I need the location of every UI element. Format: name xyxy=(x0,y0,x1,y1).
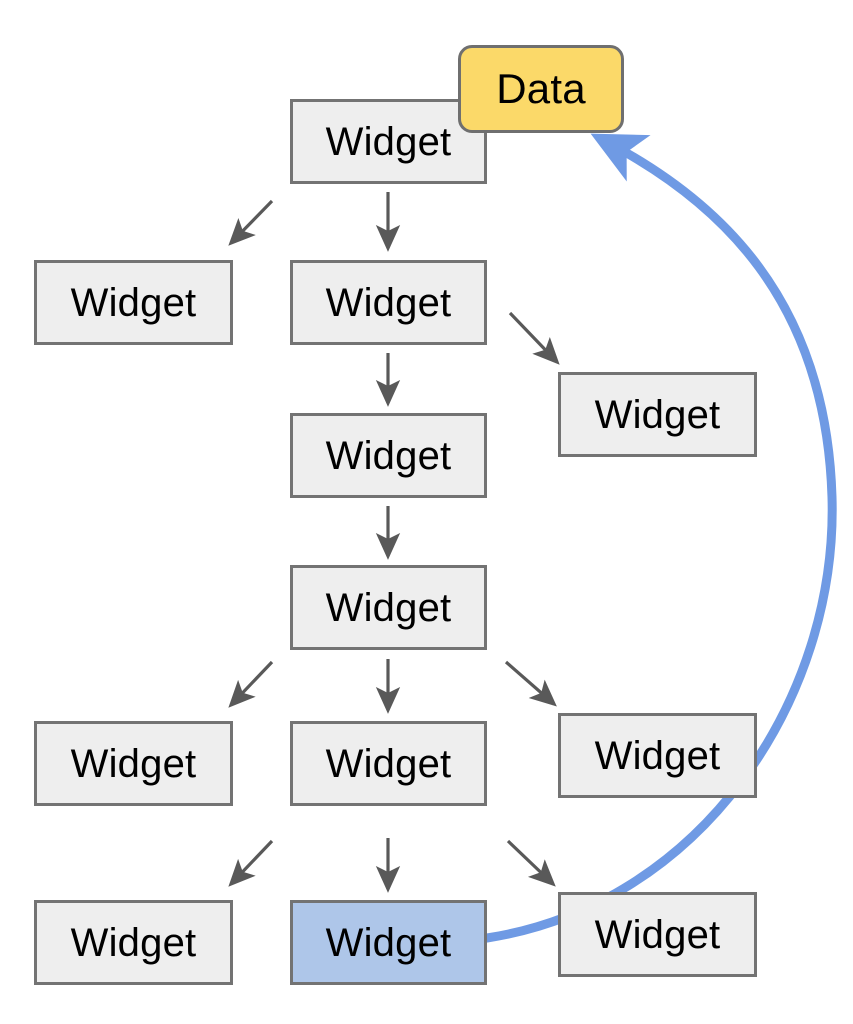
node-label: Widget xyxy=(325,920,452,965)
edge-w8-to-w10 xyxy=(228,839,274,887)
node-w12-widget[interactable]: Widget xyxy=(558,892,757,977)
edge-w6-to-w9 xyxy=(504,660,557,707)
node-label: Widget xyxy=(325,119,452,164)
node-label: Widget xyxy=(70,741,197,786)
node-data-data[interactable]: Data xyxy=(458,45,624,133)
node-label: Widget xyxy=(70,280,197,325)
node-w2-widget[interactable]: Widget xyxy=(34,260,233,345)
edge-w1-to-w2 xyxy=(228,199,274,246)
node-label: Widget xyxy=(325,280,452,325)
edge-w11-to-data xyxy=(482,133,837,943)
node-label: Widget xyxy=(325,433,452,478)
node-w7-widget[interactable]: Widget xyxy=(34,721,233,806)
node-label: Widget xyxy=(594,733,721,778)
node-w11-widget[interactable]: Widget xyxy=(290,900,487,985)
node-w10-widget[interactable]: Widget xyxy=(34,900,233,985)
node-w1-widget[interactable]: Widget xyxy=(290,99,487,184)
node-w8-widget[interactable]: Widget xyxy=(290,721,487,806)
blue-edges-group xyxy=(482,133,837,943)
node-label: Data xyxy=(496,65,586,112)
edge-w6-to-w7 xyxy=(228,660,274,708)
node-w5-widget[interactable]: Widget xyxy=(290,413,487,498)
node-w4-widget[interactable]: Widget xyxy=(558,372,757,457)
node-label: Widget xyxy=(325,741,452,786)
node-w6-widget[interactable]: Widget xyxy=(290,565,487,650)
node-w9-widget[interactable]: Widget xyxy=(558,713,757,798)
node-label: Widget xyxy=(594,392,721,437)
edge-w8-to-w12 xyxy=(506,839,556,887)
edge-w3-to-w4 xyxy=(508,311,560,365)
node-label: Widget xyxy=(594,912,721,957)
node-label: Widget xyxy=(70,920,197,965)
node-label: Widget xyxy=(325,585,452,630)
node-w3-widget[interactable]: Widget xyxy=(290,260,487,345)
